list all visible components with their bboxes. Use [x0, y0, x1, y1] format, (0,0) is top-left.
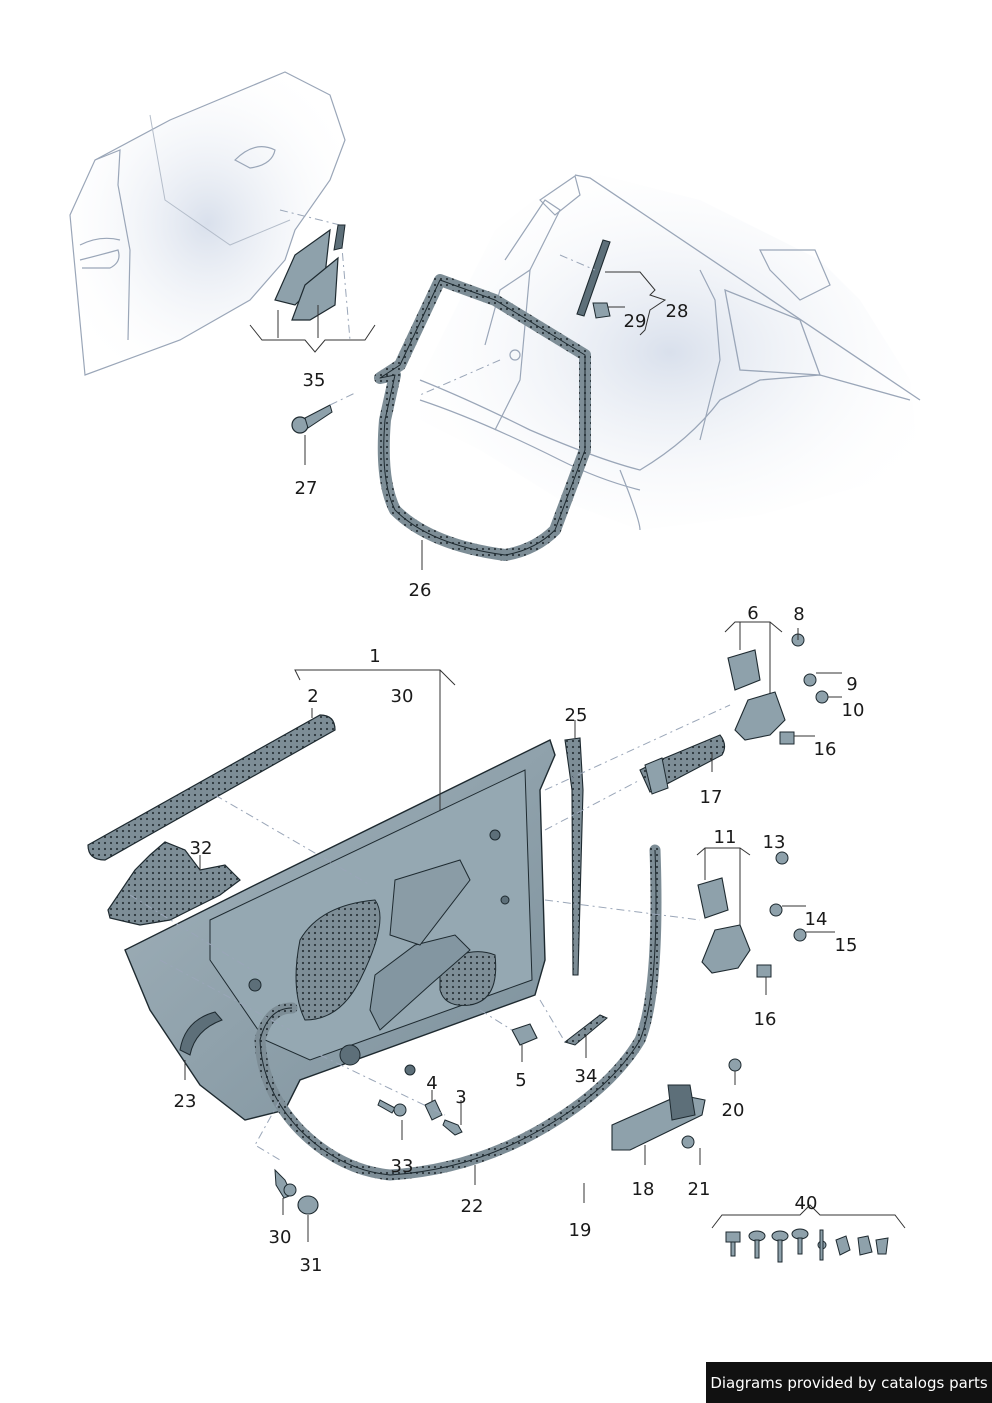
callout-4: 4	[426, 1073, 438, 1094]
part-30-31-screw-cap	[254, 1099, 319, 1242]
callout-30: 30	[390, 686, 414, 707]
callout-3: 3	[455, 1087, 467, 1108]
part-28-29-trim-strip	[576, 239, 667, 336]
callout-1: 1	[369, 646, 381, 667]
assembly-centerlines	[129, 254, 596, 1031]
callout-15: 15	[834, 935, 858, 956]
part-26-door-seal	[374, 274, 591, 570]
rear-door-outer-panel	[69, 71, 351, 376]
callout-5: 5	[515, 1070, 527, 1091]
callout-9: 9	[846, 674, 858, 695]
part-17-door-check	[544, 734, 726, 831]
part-2-window-strip	[87, 708, 371, 886]
callout-30-lower: 30	[268, 1227, 292, 1248]
callout-22: 22	[460, 1196, 484, 1217]
callout-2: 2	[307, 686, 319, 707]
callout-29: 29	[623, 311, 647, 332]
callout-13: 13	[762, 832, 786, 853]
callout-33: 33	[390, 1156, 414, 1177]
callout-25: 25	[564, 705, 588, 726]
callout-35: 35	[302, 370, 326, 391]
part-18-20-21-check-arm	[611, 1058, 742, 1165]
body-side-door-opening	[419, 174, 921, 531]
callout-34: 34	[574, 1066, 598, 1087]
part-40-fastener-kit	[711, 1204, 906, 1263]
part-23-grommet	[179, 1011, 223, 1080]
lower-hinge-assembly	[544, 847, 835, 995]
callout-16-upper: 16	[813, 739, 837, 760]
part-22-door-seal	[254, 844, 662, 1185]
callout-17: 17	[699, 787, 723, 808]
part-34-seal-piece	[539, 999, 608, 1058]
callout-31: 31	[299, 1255, 323, 1276]
callout-18: 18	[631, 1179, 655, 1200]
part-33-4-3-fasteners	[319, 1054, 463, 1140]
credit-banner: Diagrams provided by catalogs parts	[706, 1362, 992, 1403]
callout-28: 28	[665, 301, 689, 322]
callout-6: 6	[747, 603, 759, 624]
callout-20: 20	[721, 1100, 745, 1121]
callout-40: 40	[794, 1193, 818, 1214]
callout-16-lower: 16	[753, 1009, 777, 1030]
callout-8: 8	[793, 604, 805, 625]
part-27-bolt	[291, 392, 356, 465]
callout-11: 11	[713, 827, 737, 848]
callout-27: 27	[294, 478, 318, 499]
callout-26: 26	[408, 580, 432, 601]
part-25-edge-seal	[564, 720, 584, 976]
callout-21: 21	[687, 1179, 711, 1200]
part-5-plug	[479, 1009, 538, 1062]
upper-hinge-assembly	[544, 621, 842, 791]
part-32-insulation	[107, 841, 241, 926]
part-1-door-shell	[124, 669, 556, 1121]
callout-19: 19	[568, 1220, 592, 1241]
callout-10: 10	[841, 700, 865, 721]
callout-32: 32	[189, 838, 213, 859]
callout-23: 23	[173, 1091, 197, 1112]
callout-14: 14	[804, 909, 828, 930]
part-35-trim-film	[249, 224, 376, 353]
